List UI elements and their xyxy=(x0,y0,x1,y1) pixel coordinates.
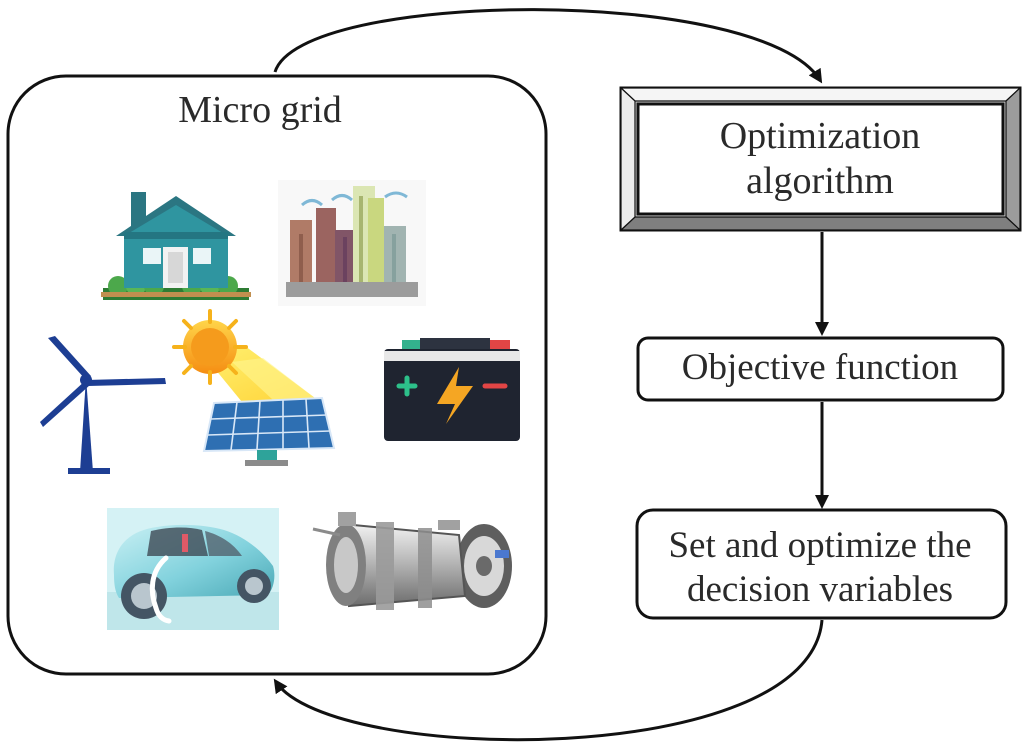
bottom-feedback-arrow xyxy=(273,619,824,742)
objective-function-label: Objective function xyxy=(681,347,959,388)
objective-function-box xyxy=(636,336,1005,402)
microgrid-title: Micro grid xyxy=(178,89,342,131)
optimization-algorithm-box xyxy=(619,86,1022,232)
wind-turbine-icon xyxy=(40,336,166,474)
electric-car-icon xyxy=(107,508,279,630)
decision-line-1: Set and optimize the xyxy=(668,525,972,566)
optimization-line-2: algorithm xyxy=(746,159,894,202)
decision-variables-box xyxy=(635,508,1008,620)
optimization-algorithm-label: Optimization algorithm xyxy=(650,114,990,204)
solar-panel-icon xyxy=(172,309,336,466)
generator-icon xyxy=(312,512,512,610)
optimization-line-1: Optimization xyxy=(719,115,921,157)
decision-line-2: decision variables xyxy=(686,568,954,610)
city-buildings-icon xyxy=(278,180,426,306)
battery-icon xyxy=(384,338,520,441)
house-icon xyxy=(101,192,251,300)
top-feedback-arrow xyxy=(273,8,823,84)
decision-variables-label: Set and optimize the decision variables xyxy=(636,524,1004,611)
